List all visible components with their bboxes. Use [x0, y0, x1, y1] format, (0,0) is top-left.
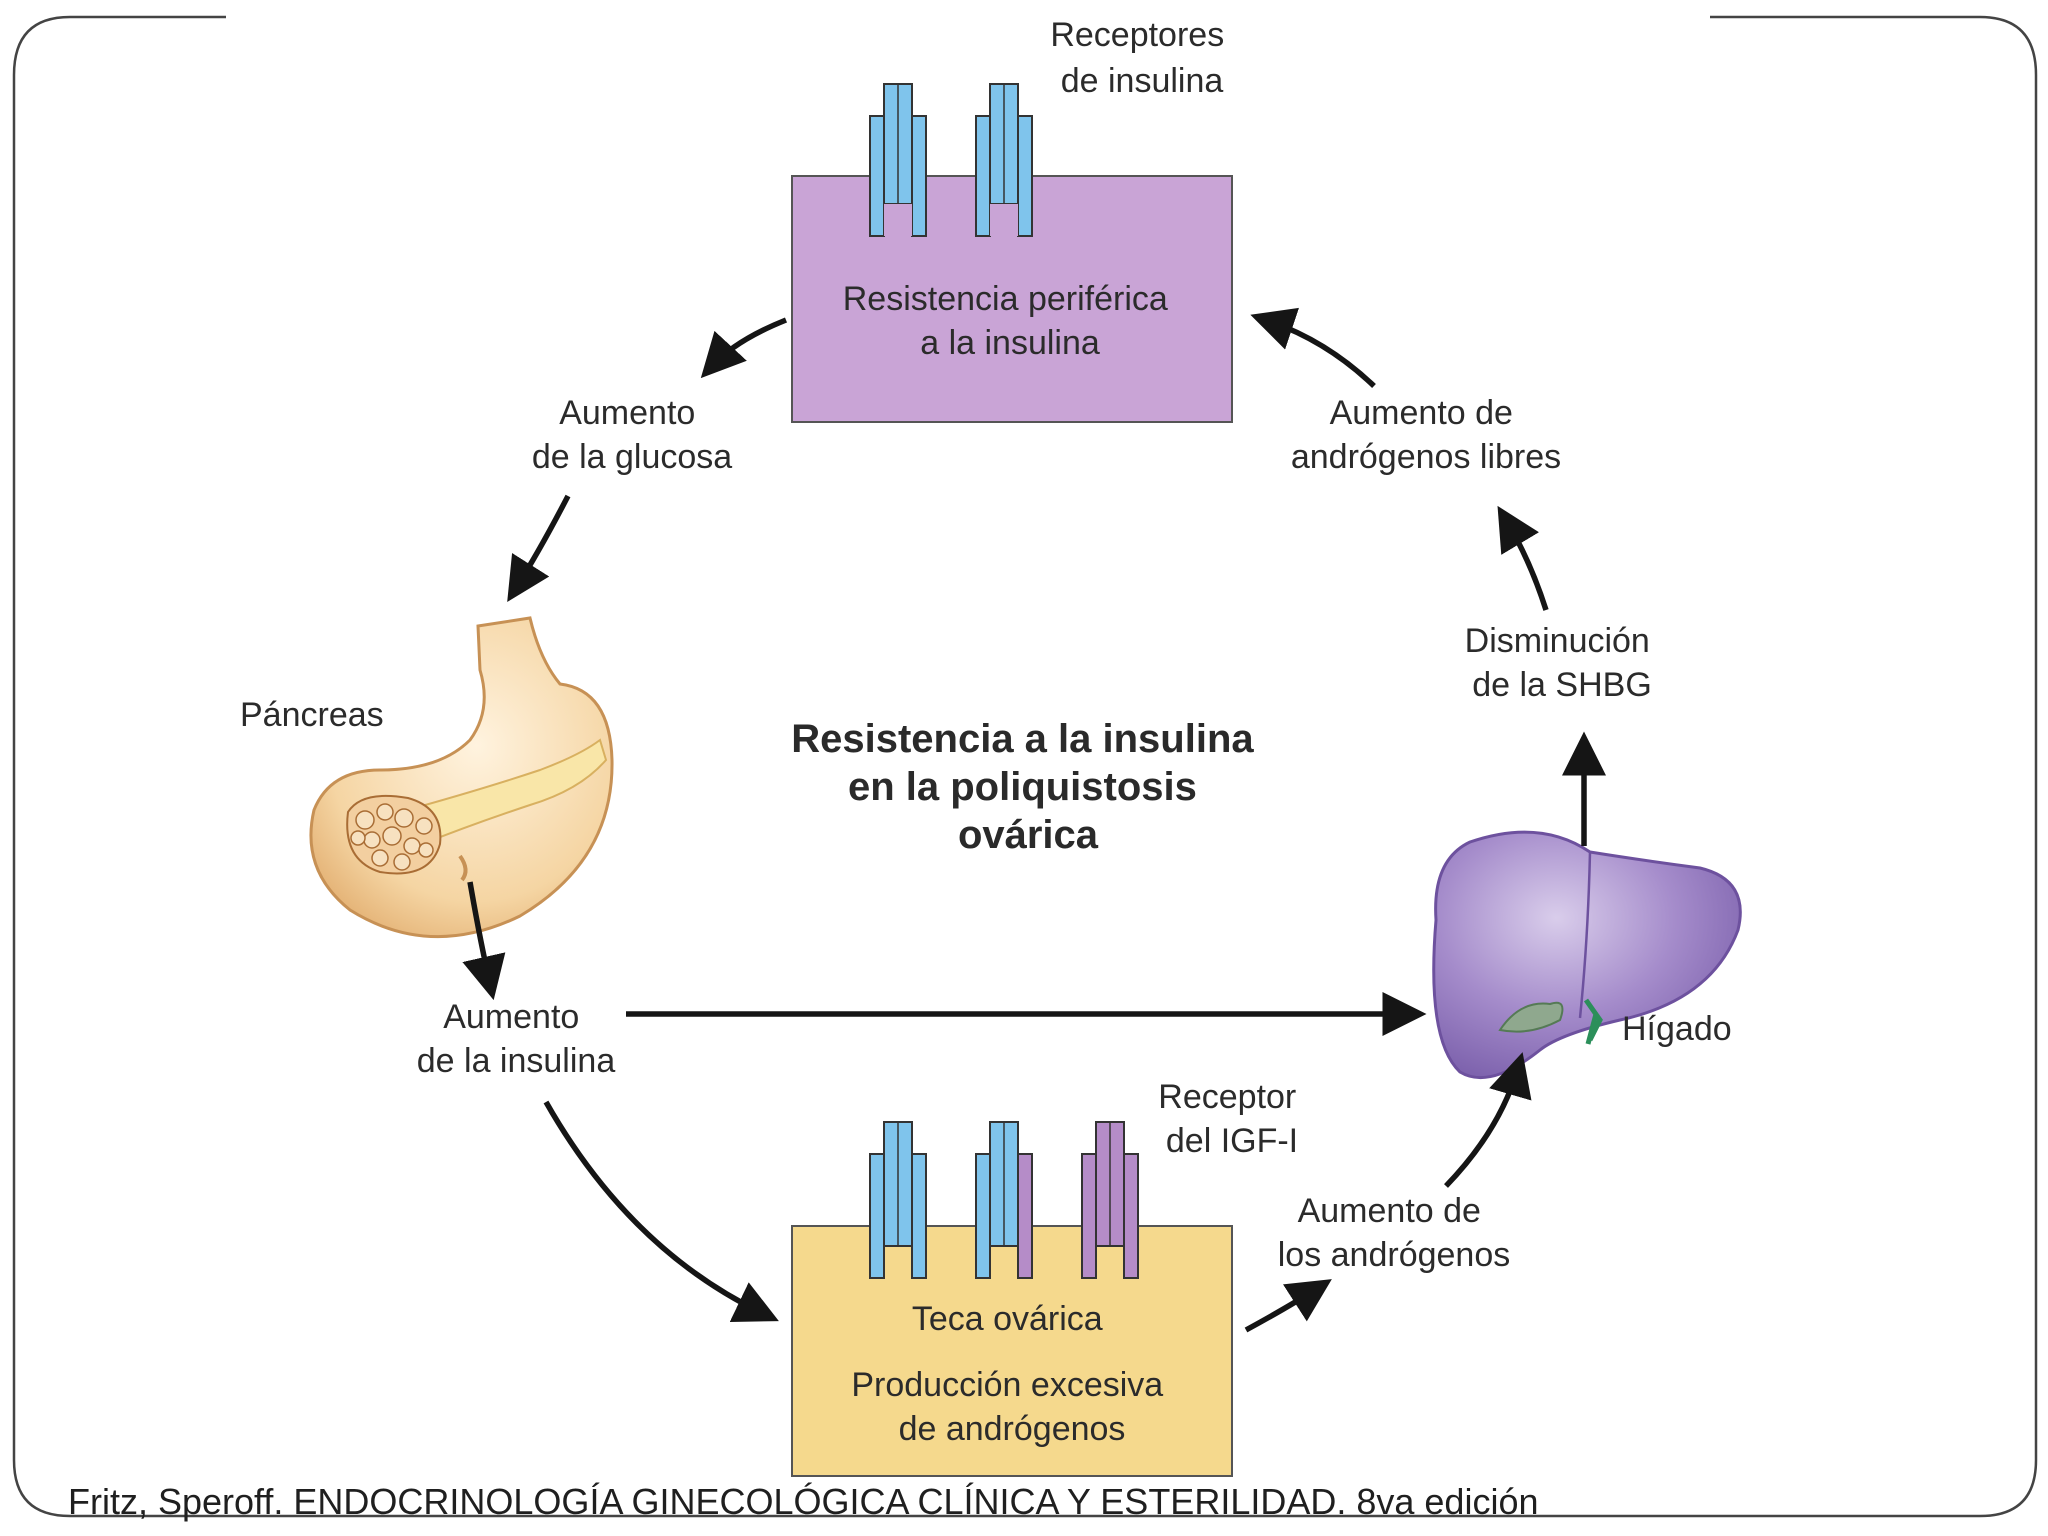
arrow-free-androgens-to-box: [1250, 307, 1376, 388]
receptor-igf-label: Receptor del IGF-I: [1158, 1078, 1305, 1160]
androgens-increase-label: Aumento de los andrógenos: [1278, 1192, 1511, 1274]
arrow-theca-to-androgens: [1244, 1279, 1332, 1333]
arrow-pancreas-to-insulin: [462, 881, 506, 1001]
glucose-label: Aumento de la glucosa: [532, 394, 732, 476]
insulin-receptors-top: [869, 83, 1033, 237]
arrow-glucose-to-pancreas: [507, 494, 571, 602]
arrow-box-to-glucose: [700, 317, 788, 379]
arrow-androgens-to-liver: [1444, 1052, 1532, 1188]
insulin-label: Aumento de la insulina: [417, 998, 616, 1080]
theca-box-label: Teca ovárica Producción excesiva de andr…: [851, 1300, 1172, 1448]
citation: Fritz, Speroff. ENDOCRINOLOGÍA GINECOLÓG…: [68, 1481, 1539, 1522]
theca-receptors: [869, 1121, 1139, 1279]
free-androgens-label: Aumento de andrógenos libres: [1291, 394, 1561, 476]
arrow-shbg-to-free-androgens: [1497, 505, 1549, 611]
pancreas-illustration: [309, 616, 614, 938]
shbg-label: Disminución de la SHBG: [1465, 622, 1660, 704]
pancreas-label: Páncreas: [240, 696, 384, 734]
liver-label: Hígado: [1622, 1010, 1732, 1048]
diagram-title: Resistencia a la insulina en la poliquis…: [791, 717, 1265, 857]
arrow-insulin-to-theca: [543, 1100, 779, 1322]
liver-illustration: [1432, 830, 1742, 1080]
receptors-insulin-label: Receptores de insulina: [1050, 16, 1233, 100]
peripheral-box-label: Resistencia periférica a la insulina: [843, 280, 1177, 362]
